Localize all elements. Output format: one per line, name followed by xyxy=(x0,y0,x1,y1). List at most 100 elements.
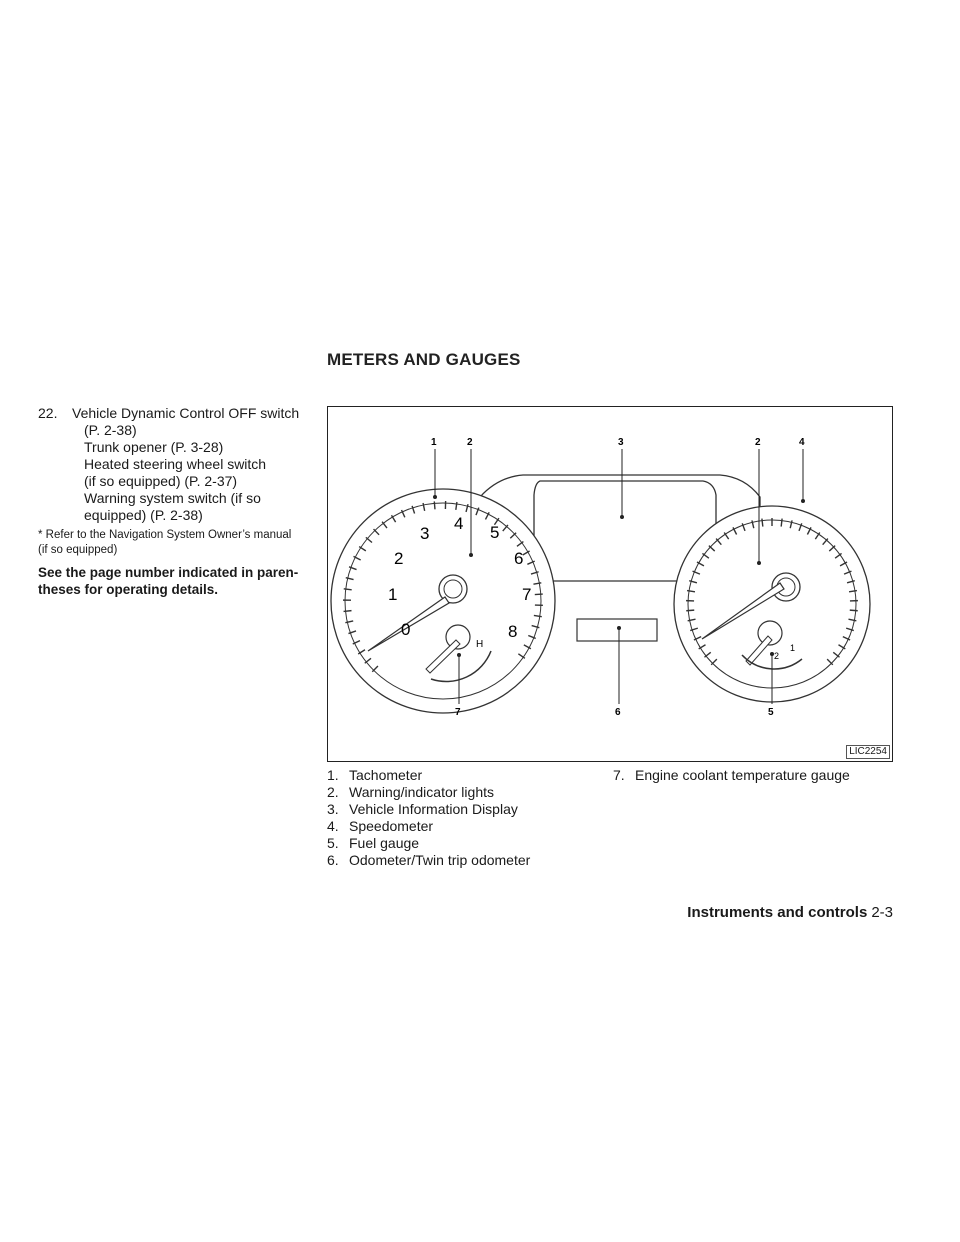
gauge-tick xyxy=(523,644,532,650)
gauge-tick xyxy=(692,570,701,575)
operating-note: See the page number indicated in paren- … xyxy=(38,564,323,598)
gauge-tick xyxy=(364,657,372,664)
gauge-tick xyxy=(517,653,526,659)
page-number: 2-3 xyxy=(871,904,893,921)
gauge-tick xyxy=(528,634,536,640)
gauge-tick xyxy=(698,644,706,650)
gauge-tick xyxy=(689,627,699,632)
item-line: equipped) (P. 2-38) xyxy=(84,507,203,523)
legend-label: Fuel gauge xyxy=(349,835,420,851)
gauge-tick xyxy=(839,561,848,567)
gauge-tick xyxy=(422,502,426,511)
left-column: 22. Vehicle Dynamic Control OFF switch (… xyxy=(38,405,323,598)
gauge-tick xyxy=(345,620,354,624)
gauge-tick xyxy=(838,644,846,650)
gauge-tick xyxy=(348,566,357,571)
gauge-tick xyxy=(411,505,416,514)
gauge-tick xyxy=(693,636,702,641)
gauge-tick xyxy=(533,582,542,585)
tach-number: 3 xyxy=(420,524,429,543)
legend-item: 4. Speedometer xyxy=(327,818,530,835)
legend-number: 2. xyxy=(327,784,339,800)
gauge-tick xyxy=(723,532,730,540)
gauge-tick xyxy=(357,649,366,655)
cluster-hood xyxy=(479,474,761,558)
gauge-tick xyxy=(751,520,755,529)
gauge-tick xyxy=(761,518,764,527)
tachometer-gauge xyxy=(330,488,556,714)
list-item-22: 22. Vehicle Dynamic Control OFF switch (… xyxy=(38,405,323,524)
gauge-tick xyxy=(710,658,718,666)
gauge-tick xyxy=(687,618,696,622)
item-text: Vehicle Dynamic Control OFF switch (P. 2… xyxy=(72,405,299,524)
gauge-tick xyxy=(534,593,543,596)
gauge-tick xyxy=(493,517,500,526)
legend-label: Speedometer xyxy=(349,818,434,834)
tach-number: 0 xyxy=(401,620,410,639)
instrument-cluster-figure: 0 1 2 3 4 5 6 7 8 H 2 1 1 2 xyxy=(327,406,893,762)
gauge-tick xyxy=(530,571,539,575)
gauge-tick xyxy=(345,576,354,581)
gauge-tick xyxy=(527,560,535,565)
legend-number: 4. xyxy=(327,818,339,834)
legend-number: 7. xyxy=(613,767,625,783)
gauge-tick xyxy=(689,579,698,584)
footer-section: Instruments and controls xyxy=(687,904,868,921)
tach-number: 2 xyxy=(394,549,403,568)
legend-label: Vehicle Information Display xyxy=(349,801,518,817)
item-line: (P. 2-38) xyxy=(84,422,137,438)
legend-number: 3. xyxy=(327,801,339,817)
fuel-gauge-mark: 1 xyxy=(790,643,795,653)
gauge-tick xyxy=(400,509,406,518)
gauge-tick xyxy=(686,609,695,612)
legend-label: Tachometer xyxy=(349,767,423,783)
gauge-tick xyxy=(843,570,852,575)
gauge-tick xyxy=(365,536,373,544)
odometer-display xyxy=(576,618,658,642)
gauge-tick xyxy=(849,609,858,612)
gauge-tick xyxy=(475,507,480,516)
gauge-tick xyxy=(465,504,469,513)
gauge-tick xyxy=(789,520,793,529)
legend-label: Odometer/Twin trip odometer xyxy=(349,852,531,868)
gauge-tick xyxy=(846,579,855,584)
gauge-tick xyxy=(834,552,842,559)
figure-id-label: LIC2254 xyxy=(846,745,890,759)
gauge-tick xyxy=(516,540,524,547)
gauge-tick xyxy=(708,545,716,552)
callout-number: 2 xyxy=(467,437,473,448)
gauge-tick xyxy=(531,624,540,629)
tach-number: 6 xyxy=(514,549,523,568)
legend-label: Warning/indicator lights xyxy=(349,784,494,800)
footnote-line: * Refer to the Navigation System Owner’s… xyxy=(38,529,292,541)
item-line: Heated steering wheel switch xyxy=(84,456,267,472)
gauge-tick xyxy=(798,523,803,532)
gauge-tick xyxy=(353,555,361,561)
gauge-tick xyxy=(390,514,397,523)
gauge-tick xyxy=(848,589,858,593)
gauge-tick xyxy=(502,524,509,532)
gauge-tick xyxy=(381,521,388,529)
legend-number: 6. xyxy=(327,852,339,868)
callout-number: 2 xyxy=(755,437,761,448)
gauge-tick xyxy=(806,527,812,535)
gauge-tick xyxy=(702,552,710,559)
legend-item: 2. Warning/indicator lights xyxy=(327,784,530,801)
gauge-tick xyxy=(826,658,834,666)
note-line: See the page number indicated in paren- xyxy=(38,565,299,580)
gauge-tick xyxy=(832,651,840,658)
gauge-tick xyxy=(741,523,746,532)
temp-gauge-mark: H xyxy=(476,639,483,650)
gauge-tick xyxy=(371,665,379,673)
gauge-tick xyxy=(704,651,712,658)
legend-number: 5. xyxy=(327,835,339,851)
gauge-tick xyxy=(845,627,855,632)
item-number: 22. xyxy=(38,405,58,421)
tach-number: 7 xyxy=(522,585,531,604)
legend-item: 1.Tachometer xyxy=(327,767,530,784)
callout-number: 5 xyxy=(768,707,774,718)
item-line: Vehicle Dynamic Control OFF switch xyxy=(72,405,300,421)
gauge-tick xyxy=(522,550,530,556)
gauge-tick xyxy=(343,588,352,591)
fuel-gauge-mark: 2 xyxy=(774,651,779,661)
